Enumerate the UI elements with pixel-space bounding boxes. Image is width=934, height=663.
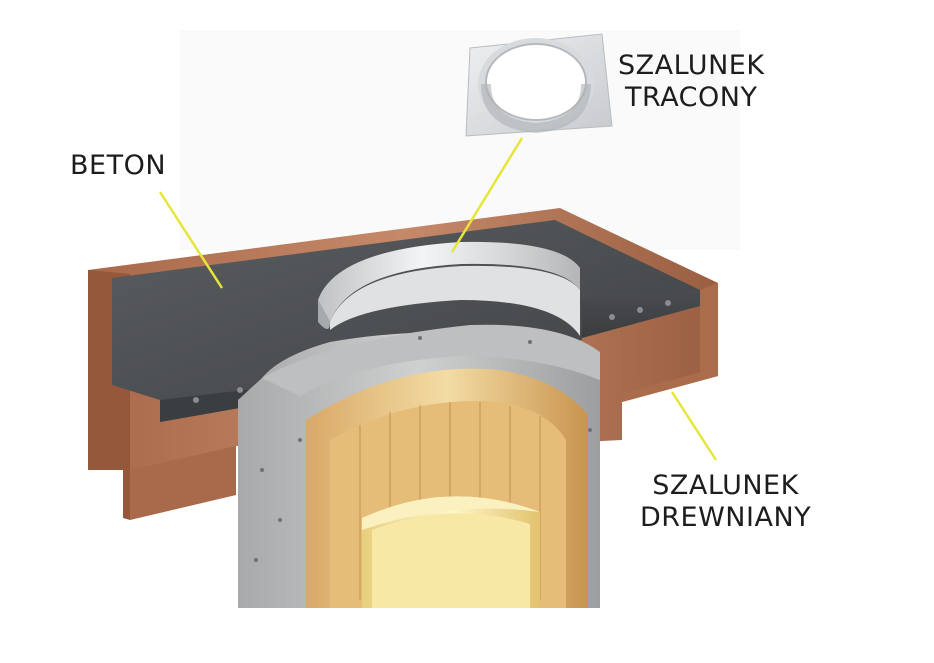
background-texture xyxy=(180,30,740,250)
label-szalunek-drewniany: SZALUNEK DREWNIANY xyxy=(640,470,811,534)
leader-line-szalunek-tracony xyxy=(450,137,524,253)
leader-lines xyxy=(158,137,718,461)
label-beton-text: BETON xyxy=(70,150,167,181)
label-szalunek-tracony: SZALUNEK TRACONY xyxy=(618,50,765,114)
label-szalunek-drewniany-line-1: SZALUNEK xyxy=(652,470,799,501)
flue-pipe xyxy=(362,496,540,608)
lost-formwork-ring xyxy=(318,241,580,336)
lost-formwork-product xyxy=(465,33,613,137)
leader-line-beton xyxy=(158,191,224,289)
label-beton: BETON xyxy=(70,150,166,182)
label-szalunek-tracony-line-1: SZALUNEK xyxy=(618,50,765,81)
label-szalunek-drewniany-line-2: DREWNIANY xyxy=(640,501,812,533)
label-szalunek-tracony-line-2: TRACONY xyxy=(625,81,758,113)
leader-line-szalunek-drewniany xyxy=(670,391,718,461)
